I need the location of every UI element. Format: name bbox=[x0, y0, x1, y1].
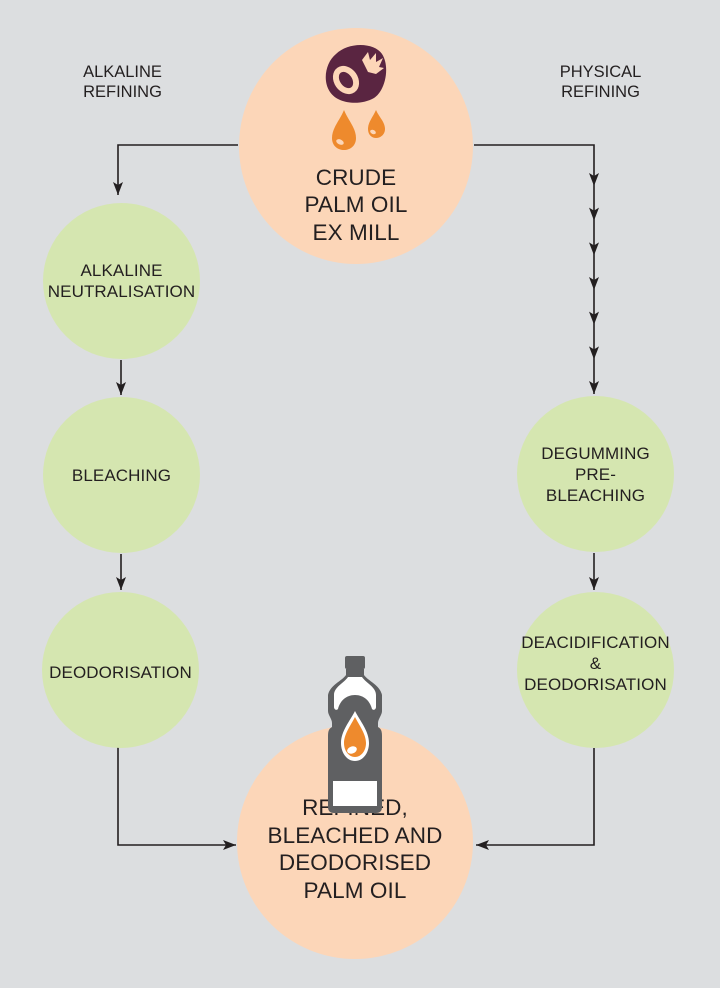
arrowhead bbox=[589, 346, 599, 360]
arrowhead bbox=[589, 577, 599, 590]
connector-start-to-alkaline-neutralisation bbox=[117, 144, 238, 195]
arrowhead bbox=[589, 173, 599, 186]
arrowhead bbox=[113, 182, 123, 195]
arrowhead bbox=[589, 242, 599, 256]
node-crude-palm-oil-label: CRUDE PALM OIL EX MILL bbox=[304, 164, 408, 245]
arrowhead bbox=[116, 382, 126, 395]
connector-deacidification-to-end bbox=[476, 748, 595, 846]
node-deacidification-label: DEACIDIFICATION & DEODORISATION bbox=[521, 632, 670, 694]
arrowhead bbox=[223, 840, 236, 850]
arrowhead bbox=[116, 577, 126, 590]
oil-bottle-icon bbox=[326, 655, 384, 815]
node-deodorisation: DEODORISATION bbox=[42, 592, 199, 748]
arrowhead bbox=[589, 277, 599, 290]
arrowhead bbox=[589, 207, 599, 221]
node-refined-palm-oil-label: REFINED, BLEACHED AND DEODORISED PALM OI… bbox=[267, 795, 443, 903]
physical-refining-title: PHYSICAL REFINING bbox=[559, 63, 642, 101]
node-deodorisation-label: DEODORISATION bbox=[49, 662, 192, 682]
connector-start-to-degumming bbox=[474, 144, 595, 394]
arrowhead bbox=[589, 381, 599, 394]
palm-fruit-icon bbox=[325, 45, 387, 103]
node-bleaching-label: BLEACHING bbox=[71, 465, 172, 485]
connector-deodorisation-to-end bbox=[117, 745, 236, 846]
arrowhead bbox=[476, 840, 489, 850]
arrowhead bbox=[589, 311, 599, 325]
node-bleaching: BLEACHING bbox=[43, 397, 200, 553]
alkaline-refining-title: ALKALINE REFINING bbox=[83, 63, 162, 101]
node-alkaline-neutralisation: ALKALINE NEUTRALISATION bbox=[43, 203, 200, 359]
palm-fruit-oil-drops-icon bbox=[318, 40, 398, 152]
oil-drops-icon bbox=[332, 110, 385, 150]
node-degumming-pre-bleaching: DEGUMMING PRE- BLEACHING bbox=[517, 396, 674, 552]
node-deacidification-deodorisation: DEACIDIFICATION & DEODORISATION bbox=[517, 592, 674, 748]
node-alkaline-neutralisation-label: ALKALINE NEUTRALISATION bbox=[47, 261, 196, 301]
node-degumming-label: DEGUMMING PRE- BLEACHING bbox=[541, 443, 650, 505]
